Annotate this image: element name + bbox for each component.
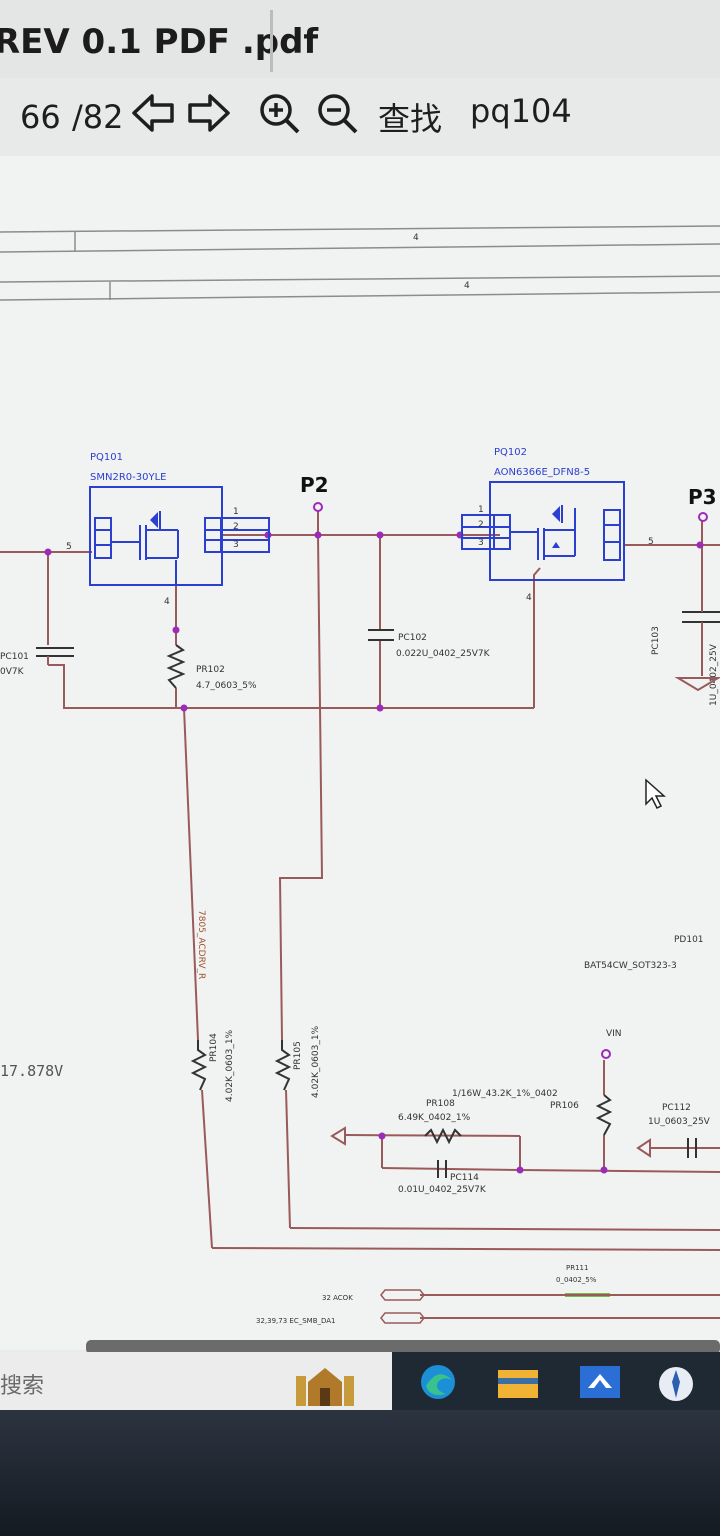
taskbar-widget-icon[interactable] bbox=[290, 1356, 360, 1408]
pc101-value: 0V7K bbox=[0, 667, 25, 677]
pin-label: 2 bbox=[233, 522, 239, 532]
page-total: /82 bbox=[72, 98, 124, 136]
port-p3-connector bbox=[698, 512, 708, 522]
pdf-toolbar bbox=[0, 78, 720, 154]
pin-label: 4 bbox=[164, 597, 170, 607]
resistor-pr102 bbox=[166, 644, 186, 689]
pc102-value: 0.022U_0402_25V7K bbox=[396, 649, 491, 659]
pin-label: 1 bbox=[233, 507, 239, 517]
pin-label: 3 bbox=[478, 538, 484, 548]
settings-app-icon[interactable] bbox=[656, 1364, 696, 1404]
taskbar-search-placeholder: 搜索 bbox=[0, 1374, 45, 1399]
find-input[interactable]: pq104 bbox=[470, 92, 572, 130]
pc103-value: 1U_0402_25V bbox=[709, 643, 719, 706]
ground-symbol bbox=[636, 1138, 651, 1158]
pq101-value: SMN2R0-30YLE bbox=[90, 472, 166, 483]
mosfet-pq101 bbox=[89, 486, 270, 586]
mouse-cursor-icon bbox=[645, 778, 666, 810]
page-number-input[interactable]: 66 bbox=[20, 98, 61, 136]
net-label-vin: VIN bbox=[606, 1029, 622, 1039]
pc114-value: 0.01U_0402_25V7K bbox=[398, 1185, 487, 1195]
zoom-out-icon[interactable] bbox=[314, 90, 360, 136]
resistor-pr108 bbox=[424, 1127, 462, 1145]
title-separator bbox=[270, 10, 273, 72]
previous-page-icon[interactable] bbox=[130, 90, 176, 136]
capacitor-pc112 bbox=[687, 1138, 697, 1158]
pr106-value: 1/16W_43.2K_1%_0402 bbox=[452, 1089, 558, 1099]
zoom-in-icon[interactable] bbox=[256, 90, 302, 136]
mosfet-pq102 bbox=[461, 481, 625, 581]
port-p2-connector bbox=[313, 502, 323, 512]
pr111-ref: PR111 bbox=[566, 1264, 588, 1272]
offpage-connector bbox=[380, 1289, 425, 1301]
pr106-ref: PR106 bbox=[550, 1101, 579, 1111]
port-p2-label: P2 bbox=[300, 473, 329, 497]
port-p3-label: P3 bbox=[688, 485, 717, 509]
pin-label: 1 bbox=[478, 505, 484, 515]
offpage-connector bbox=[380, 1312, 425, 1324]
pin-label: 3 bbox=[233, 540, 239, 550]
pr105-value: 4.02K_0603_1% bbox=[311, 1025, 321, 1098]
pq102-ref: PQ102 bbox=[494, 447, 527, 458]
title-bar: REV 0.1 PDF .pdf bbox=[0, 0, 720, 79]
net-label-acok: 32 ACOK bbox=[322, 1294, 353, 1302]
pc101-ref: PC101 bbox=[0, 652, 29, 662]
pc112-value: 1U_0603_25V bbox=[648, 1117, 711, 1127]
pr105-ref: PR105 bbox=[293, 1041, 303, 1070]
voltage-readout: 17.878V bbox=[0, 1062, 63, 1080]
pq102-value: AON6366E_DFN8-5 bbox=[494, 467, 590, 478]
ground-symbol bbox=[330, 1126, 346, 1146]
pc102-ref: PC102 bbox=[398, 633, 427, 643]
resistor-pr105 bbox=[274, 1040, 292, 1091]
next-page-icon[interactable] bbox=[186, 90, 232, 136]
mail-app-icon[interactable] bbox=[578, 1364, 622, 1400]
horizontal-scrollbar[interactable] bbox=[86, 1340, 720, 1354]
pr111-value: 0_0402_5% bbox=[556, 1276, 597, 1284]
pin-label: 2 bbox=[478, 520, 484, 530]
sheet-frame bbox=[0, 225, 720, 301]
pc114-ref: PC114 bbox=[450, 1173, 479, 1183]
pr104-ref: PR104 bbox=[209, 1033, 219, 1062]
find-label: 查找 bbox=[378, 100, 443, 138]
monitor-bezel bbox=[0, 1410, 720, 1536]
vin-connector bbox=[601, 1049, 611, 1059]
net-label-acdrv: 7805_ACDRV_R bbox=[196, 910, 206, 979]
ground-symbol bbox=[674, 677, 720, 692]
pd101-ref: PD101 bbox=[674, 935, 704, 945]
capacitor-pc114 bbox=[437, 1160, 447, 1178]
pc103-ref: PC103 bbox=[651, 626, 661, 655]
pr108-ref: PR108 bbox=[426, 1099, 455, 1109]
pin-label: 4 bbox=[526, 593, 532, 603]
pr102-value: 4.7_0603_5% bbox=[196, 681, 257, 691]
resistor-pr104 bbox=[190, 1040, 208, 1091]
wires bbox=[0, 510, 720, 1251]
pr104-value: 4.02K_0603_1% bbox=[225, 1029, 235, 1102]
document-title: REV 0.1 PDF .pdf bbox=[0, 22, 319, 62]
pq101-ref: PQ101 bbox=[90, 452, 123, 463]
file-explorer-icon[interactable] bbox=[496, 1364, 540, 1400]
capacitor-pc101 bbox=[36, 647, 74, 665]
capacitor-pc102 bbox=[368, 629, 394, 641]
pd101-value: BAT54CW_SOT323-3 bbox=[584, 961, 677, 971]
pr108-value: 6.49K_0402_1% bbox=[398, 1113, 471, 1123]
sheet-mark: 4 bbox=[413, 233, 419, 243]
capacitor-pc103 bbox=[682, 600, 720, 640]
edge-browser-icon[interactable] bbox=[416, 1362, 460, 1402]
junctions bbox=[44, 531, 704, 1174]
resistor-pr106 bbox=[595, 1094, 613, 1136]
net-label-smb: 32,39,73 EC_SMB_DA1 bbox=[256, 1317, 336, 1325]
pin-label: 5 bbox=[66, 542, 72, 552]
pin-label: 5 bbox=[648, 537, 654, 547]
pc112-ref: PC112 bbox=[662, 1103, 691, 1113]
pdf-page bbox=[0, 156, 720, 1350]
pr102-ref: PR102 bbox=[196, 665, 225, 675]
sheet-mark: 4 bbox=[464, 281, 470, 291]
